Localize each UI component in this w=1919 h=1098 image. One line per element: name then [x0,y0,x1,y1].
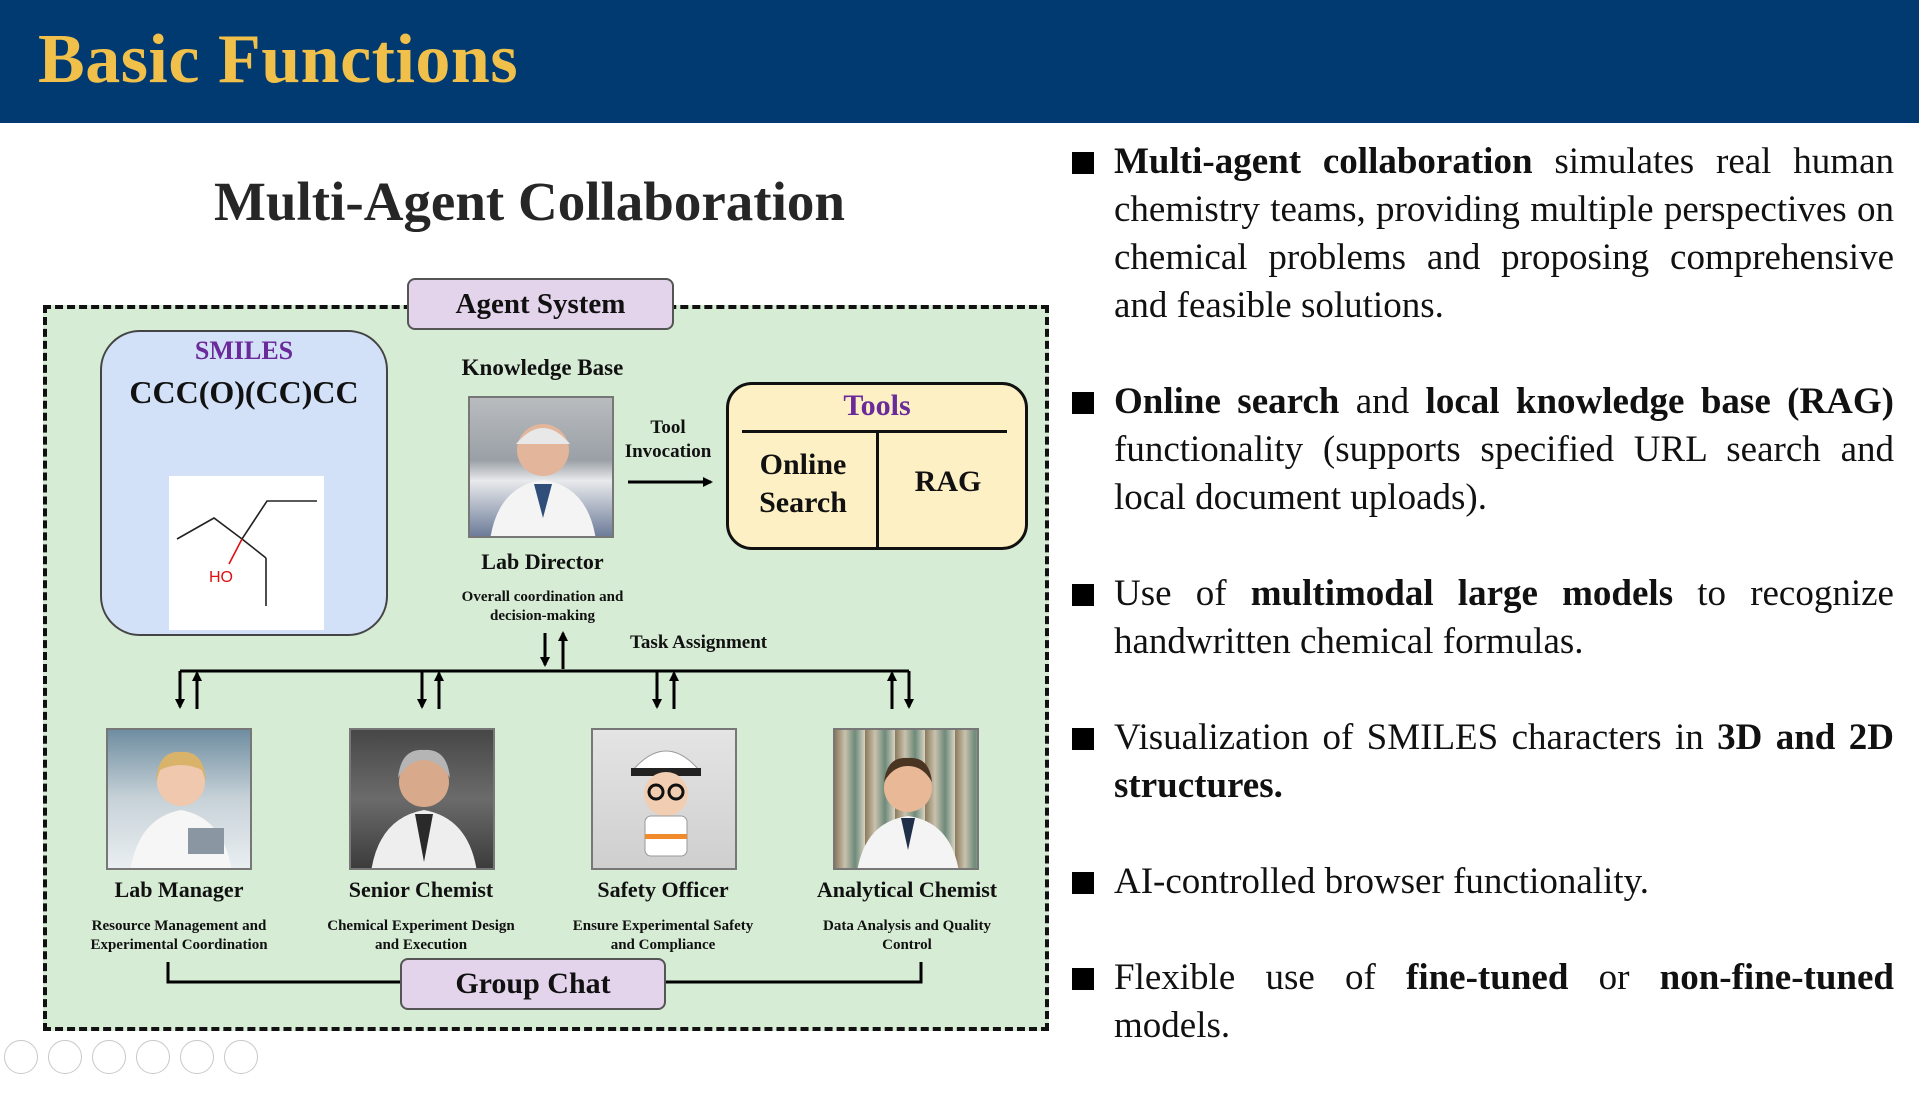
bullet-bold-text: 3D and 2D structures. [1114,717,1894,806]
bullet-text: and [1339,381,1426,422]
figurine-icon [631,750,701,857]
next-icon[interactable] [48,1040,82,1074]
agent-name: Safety Officer [597,877,729,902]
bullet-text: Use of [1114,573,1251,614]
tools-divider-v [876,431,879,547]
agent-name: Lab Manager [114,877,244,902]
bullet-text: simulates real human chemistry teams, pr… [1114,141,1894,326]
bullet-text: functionality (supports specified URL se… [1114,429,1894,518]
hydroxyl-label: HO [209,569,233,586]
group-chat-line-left [166,962,400,984]
knowledge-base-label: Knowledge Base [461,355,624,380]
more-icon[interactable] [224,1040,258,1074]
rag-tool: RAG [914,465,982,498]
slideshow-nav [4,1040,258,1074]
bullet-text: Visualization of SMILES characters in [1114,717,1718,758]
lab-director-name: Lab Director [481,549,604,574]
agent-system-label: Agent System [407,278,674,330]
bullet-bold-text: Online search [1114,381,1340,422]
scientist-icon [130,751,232,868]
feature-bullet: Online search and local knowledge base (… [1072,378,1894,522]
feature-list: Multi-agent collaboration simulates real… [1072,138,1894,1098]
feature-bullet: AI-controlled browser functionality. [1072,858,1894,906]
lab-director-photo [468,396,614,538]
bullet-square-icon [1072,392,1094,414]
bullet-bold-text: multimodal large models [1250,573,1674,614]
bullet-text: to recognize handwritten chemical formul… [1114,573,1894,662]
bullet-square-icon [1072,584,1094,606]
page-title: Basic Functions [38,21,519,98]
scientist-icon [857,757,959,868]
bullet-square-icon [1072,968,1094,990]
bullet-text: AI-controlled browser functionality. [1114,861,1649,902]
senior-chemist-photo [349,728,495,870]
smiles-label: SMILES [194,336,294,365]
header-bar: Basic Functions [0,0,1919,123]
tools-title: Tools [843,389,911,422]
smiles-formula: CCC(O)(CC)CC [129,374,359,410]
molecule-structure: HO [169,476,324,630]
agent-arrows [175,671,914,709]
analytical-chemist-photo [833,728,979,870]
scientist-icon [371,749,477,868]
group-chat-line-right [666,962,923,984]
feature-bullet: Multi-agent collaboration simulates real… [1072,138,1894,330]
slides-icon[interactable] [136,1040,170,1074]
bullet-bold-text: local knowledge base (RAG) [1425,381,1894,422]
lab-manager-photo [106,728,252,870]
bullet-bold-text: fine-tuned [1406,957,1569,998]
agent-name: Analytical Chemist [816,877,998,902]
bullet-square-icon [1072,728,1094,750]
bullet-bold-text: non-fine-tuned [1659,957,1895,998]
bullet-text: Flexible use of [1114,957,1406,998]
feature-bullet: Flexible use of fine-tuned or non-fine-t… [1072,954,1894,1050]
bullet-square-icon [1072,872,1094,894]
scientist-icon [490,424,596,536]
task-assignment-label: Task Assignment [630,632,768,653]
feature-bullet: Use of multimodal large models to recogn… [1072,570,1894,666]
bullet-text: models. [1114,1005,1231,1046]
group-chat-label: Group Chat [400,958,666,1010]
zoom-icon[interactable] [180,1040,214,1074]
bullet-bold-text: Multi-agent collaboration [1114,141,1533,182]
tools-divider-h [742,430,1007,433]
bullet-square-icon [1072,152,1094,174]
feature-bullet: Visualization of SMILES characters in 3D… [1072,714,1894,810]
agent-name: Senior Chemist [348,877,494,902]
pen-icon[interactable] [92,1040,126,1074]
diagram-title: Multi-Agent Collaboration [214,171,845,232]
safety-officer-photo [591,728,737,870]
bullet-text: or [1568,957,1660,998]
previous-icon[interactable] [4,1040,38,1074]
